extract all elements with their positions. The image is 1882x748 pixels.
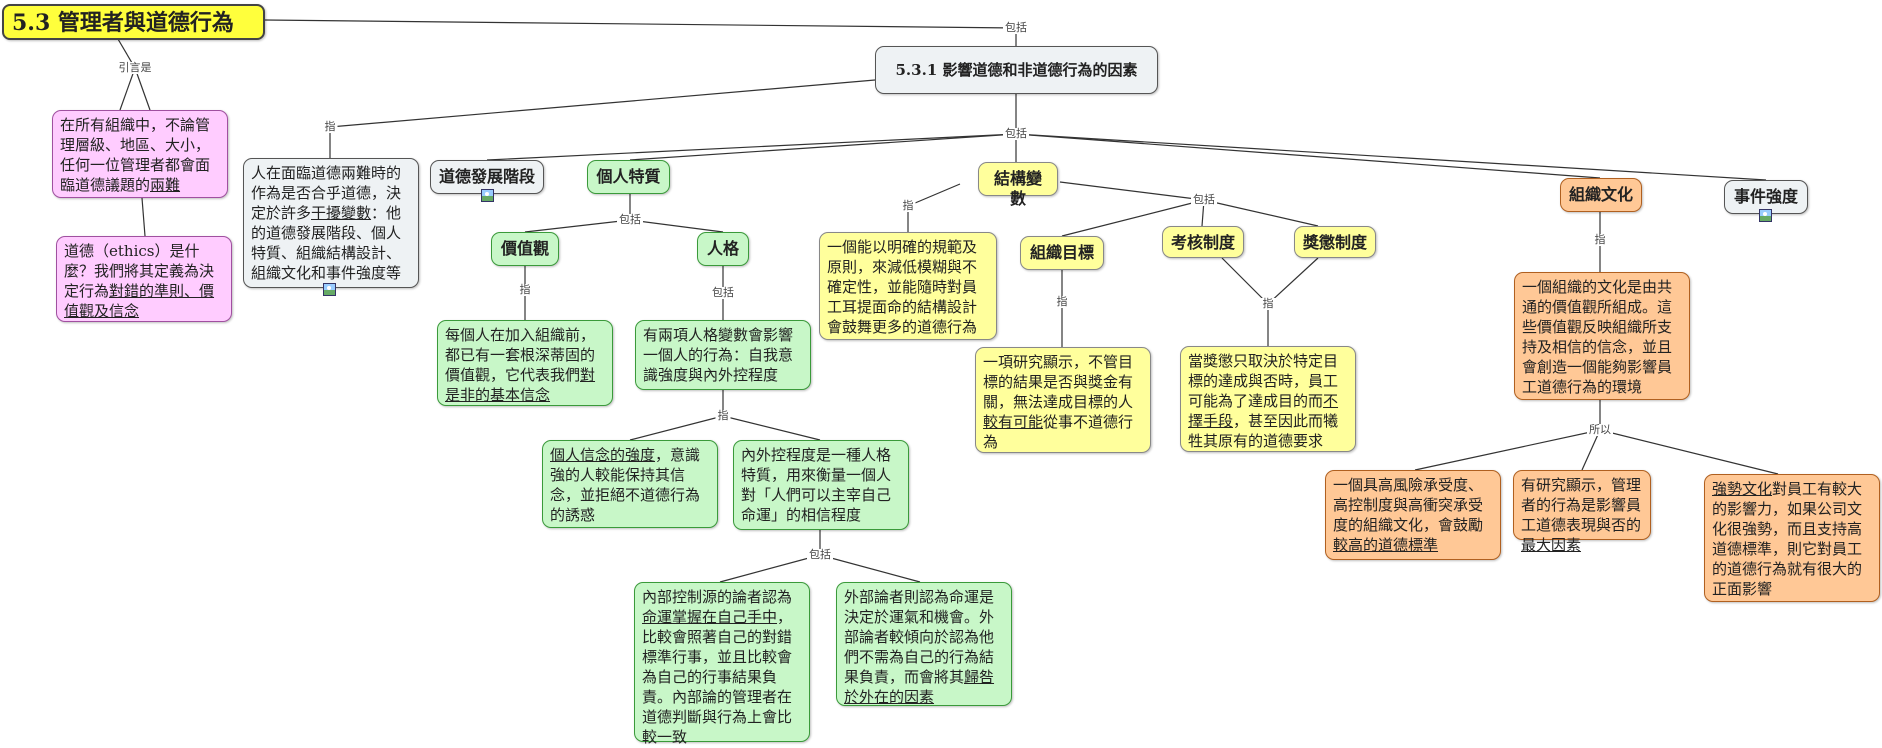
link-label-includes: 包括	[807, 548, 833, 561]
link-label-refers: 指	[517, 283, 533, 296]
risk-text: 一個具高風險承受度、高控制度與高衝突承受度的組織文化，會鼓勵	[1333, 476, 1484, 534]
goals-definition-node[interactable]: 一項研究顯示，不管目標的結果是否與獎金有關，無法達成目標的人較有可能從事不道德行…	[975, 347, 1151, 453]
link-label-includes: 包括	[617, 213, 643, 226]
image-icon[interactable]	[481, 189, 494, 202]
image-icon[interactable]	[323, 283, 336, 296]
research-text: 有研究顯示，管理者的行為是影響員工道德表現與否的	[1521, 476, 1642, 534]
ethics-underlined-text: 對錯的準則、價值觀及信念	[64, 282, 215, 320]
internal-text: 內部控制源的論者認為	[642, 588, 793, 606]
manager-research-node[interactable]: 有研究顯示，管理者的行為是影響員工道德表現與否的最大因素	[1513, 470, 1651, 554]
goals-def-text: 一項研究顯示，不管目標的結果是否與獎金有關，無法達成目標的人	[983, 353, 1134, 411]
external-underlined-text: 歸咎於外在的因素	[844, 668, 995, 706]
link-label-refers: 指	[1054, 295, 1070, 308]
values-def-text: 每個人在加入組織前，都已有一套根深蒂固的價值觀，它代表我們	[445, 326, 596, 384]
structural-variables-node[interactable]: 結構變數	[978, 162, 1058, 208]
risk-underlined-text: 較高的道德標準	[1333, 536, 1439, 554]
risk-tolerance-node[interactable]: 一個具高風險承受度、高控制度與高衝突承受度的組織文化，會鼓勵較高的道德標準	[1325, 470, 1501, 560]
dilemma-text: 人在面臨道德兩難時的作為是否合乎道德，決定於許多	[251, 164, 402, 222]
reward-def-text-2: ，甚至因此而犧牲其原有的道德要求	[1188, 412, 1339, 450]
org-culture-node[interactable]: 組織文化	[1560, 178, 1642, 212]
intro-underlined-text: 兩難	[150, 176, 181, 194]
dilemma-node[interactable]: 人在面臨道德兩難時的作為是否合乎道德，決定於許多干擾變數：他的道德發展階段、個人…	[243, 158, 419, 288]
link-label-refers: 指	[900, 199, 916, 212]
issue-intensity-node[interactable]: 事件強度	[1724, 180, 1808, 214]
intro-text: 在所有組織中，不論管理層級、地區、大小，任何一位管理者都會面臨道德議題的	[60, 116, 211, 194]
goals-def-underlined-text: 較有可能	[983, 413, 1044, 431]
ego-underlined-text: 個人信念的強度	[550, 446, 656, 464]
link-label-includes: 包括	[1003, 21, 1029, 34]
link-label-therefore: 所以	[1587, 423, 1613, 436]
external-text: 外部論者則認為命運是決定於運氣和機會。外部論者較傾向於認為他們不需為自己的行為結…	[844, 588, 995, 686]
personality-node[interactable]: 人格	[697, 232, 749, 266]
values-definition-node[interactable]: 每個人在加入組織前，都已有一套根深蒂固的價值觀，它代表我們對是非的基本信念	[437, 320, 613, 406]
link-label-intro-is: 引言是	[116, 61, 154, 74]
strong-underlined-text: 強勢文化	[1712, 480, 1773, 498]
title-node[interactable]: 5.3 管理者與道德行為	[2, 4, 265, 40]
culture-definition-node[interactable]: 一個組織的文化是由共通的價值觀所組成。這些價值觀反映組織所支持及相信的信念，並且…	[1514, 272, 1690, 400]
values-node[interactable]: 價值觀	[491, 232, 559, 266]
link-label-includes: 包括	[710, 286, 736, 299]
link-label-refers: 指	[322, 120, 338, 133]
research-underlined-text: 最大因素	[1521, 536, 1582, 554]
appraisal-system-node[interactable]: 考核制度	[1162, 226, 1244, 258]
external-locus-node[interactable]: 外部論者則認為命運是決定於運氣和機會。外部論者較傾向於認為他們不需為自己的行為結…	[836, 582, 1012, 706]
dilemma-text-2: ：他的道德發展階段、個人特質、組織結構設計、組織文化和事件強度等	[251, 204, 402, 282]
ethics-definition-node[interactable]: 道德（ethics）是什麼？我們將其定義為決定行為對錯的準則、價值觀及信念	[56, 236, 232, 322]
intro-node[interactable]: 在所有組織中，不論管理層級、地區、大小，任何一位管理者都會面臨道德議題的兩難	[52, 110, 228, 198]
link-label-includes: 包括	[1191, 193, 1217, 206]
strong-culture-node[interactable]: 強勢文化對員工有較大的影響力，如果公司文化很強勢，而且支持高道德標準，則它對員工…	[1704, 474, 1880, 602]
internal-underlined-text: 命運掌握在自己手中	[642, 608, 778, 626]
goals-def-text-2: 從事不道德行為	[983, 413, 1134, 451]
reward-system-node[interactable]: 獎懲制度	[1294, 226, 1376, 258]
internal-text-2: ，比較會照著自己的對錯標準行事，並且比較會為自己的行事結果負責。內部論的管理者在…	[642, 608, 793, 746]
reward-def-underlined-text: 不擇手段	[1188, 392, 1339, 430]
org-goals-node[interactable]: 組織目標	[1020, 236, 1104, 270]
locus-of-control-node[interactable]: 內外控程度是一種人格特質，用來衡量一個人對「人們可以主宰自己命運」的相信程度	[733, 440, 909, 530]
link-label-refers: 指	[715, 409, 731, 422]
link-label-refers: 指	[1592, 233, 1608, 246]
personal-traits-node[interactable]: 個人特質	[587, 160, 670, 194]
reward-def-text: 當獎懲只取決於特定目標的達成與否時，員工可能為了達成目的而	[1188, 352, 1339, 410]
link-label-refers: 指	[1260, 297, 1276, 310]
strong-text: 對員工有較大的影響力，如果公司文化很強勢，而且支持高道德標準，則它對員工的道德行…	[1712, 480, 1863, 598]
dilemma-underlined-text: 干擾變數	[311, 204, 372, 222]
values-def-underlined-text: 對是非的基本信念	[445, 366, 596, 404]
ego-text: ，意識強的人較能保持其信念，並拒絕不道德行為的誘惑	[550, 446, 701, 524]
ethics-text: 道德（ethics）是什麼？我們將其定義為決定行為	[64, 242, 215, 300]
reward-definition-node[interactable]: 當獎懲只取決於特定目標的達成與否時，員工可能為了達成目的而不擇手段，甚至因此而犧…	[1180, 346, 1356, 452]
internal-locus-node[interactable]: 內部控制源的論者認為命運掌握在自己手中，比較會照著自己的對錯標準行事，並且比較會…	[634, 582, 810, 746]
structure-definition-node[interactable]: 一個能以明確的規範及原則，來減低模糊與不確定性，並能隨時對員工耳提面命的結構設計…	[819, 232, 997, 340]
two-variables-node[interactable]: 有兩項人格變數會影響一個人的行為：自我意識強度與內外控程度	[635, 320, 811, 390]
ego-strength-node[interactable]: 個人信念的強度，意識強的人較能保持其信念，並拒絕不道德行為的誘惑	[542, 440, 718, 528]
moral-stage-node[interactable]: 道德發展階段	[430, 160, 544, 194]
factors-node[interactable]: 5.3.1 影響道德和非道德行為的因素	[875, 46, 1158, 94]
image-icon[interactable]	[1759, 209, 1772, 222]
link-label-includes: 包括	[1003, 127, 1029, 140]
